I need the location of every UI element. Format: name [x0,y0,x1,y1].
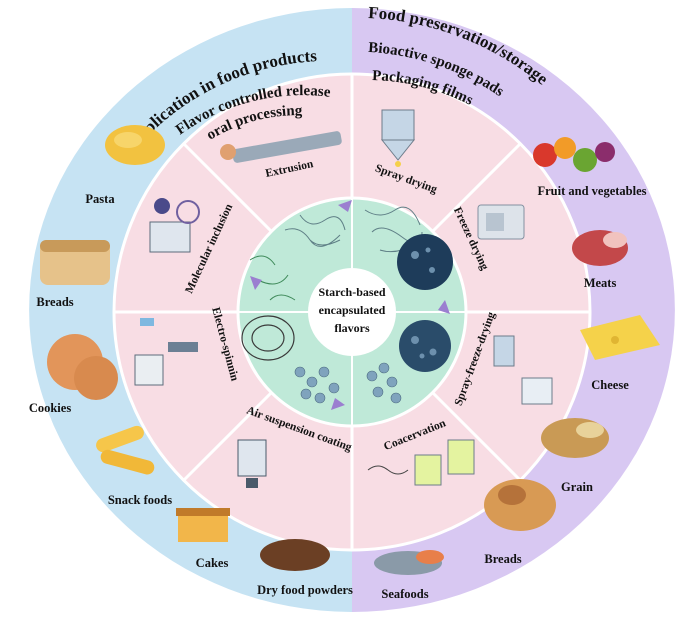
particle-spots [411,247,437,359]
spray-dryer-icon [380,109,416,167]
molecular-inclusion-icon [149,198,200,253]
technique-separators [114,74,590,550]
fruit-vegetables-image [533,137,615,172]
meats-image [572,230,628,266]
air-suspension-icon [237,439,267,488]
label-seafoods: Seafoods [381,587,428,601]
breads-basket-image [484,479,556,531]
freeze-dryer-icon [477,204,525,240]
label-cookies: Cookies [29,401,72,415]
label-meats: Meats [584,276,617,290]
center-line-3: flavors [334,321,370,335]
cakes-image [176,508,230,542]
label-cakes: Cakes [196,556,229,570]
spray-freeze-dryer-icon [493,335,553,405]
coacervation-icon [367,439,475,486]
center-line-2: encapsulated [319,303,386,317]
inclusion-complex-illustration [241,315,295,361]
label-breads-left: Breads [36,295,73,309]
label-grain: Grain [561,480,593,494]
snack-foods-image [96,425,155,475]
cookies-image [47,334,118,400]
label-snack-foods: Snack foods [108,493,172,507]
grain-image [541,418,609,458]
label-fruit-vegetables: Fruit and vegetables [537,184,646,198]
starch-network-illustration [249,206,423,301]
dry-powders-image [260,539,330,571]
cheese-image [580,315,660,360]
label-breads-right: Breads [484,552,521,566]
cycle-arrows [250,200,450,410]
label-cheese: Cheese [591,378,629,392]
seafoods-image [374,550,444,575]
spray-freeze-particle [399,320,451,372]
label-dry-food-powders: Dry food powders [257,583,353,597]
extrusion-icon [220,131,342,163]
freeze-dried-particle [397,234,453,290]
center-circle [308,268,396,356]
pasta-image [105,125,165,165]
center-line-1: Starch-based [318,285,385,299]
bread-loaf-image [40,240,110,285]
electrospinning-icon [134,318,198,386]
coating-particles [294,362,402,404]
label-pasta: Pasta [85,192,115,206]
